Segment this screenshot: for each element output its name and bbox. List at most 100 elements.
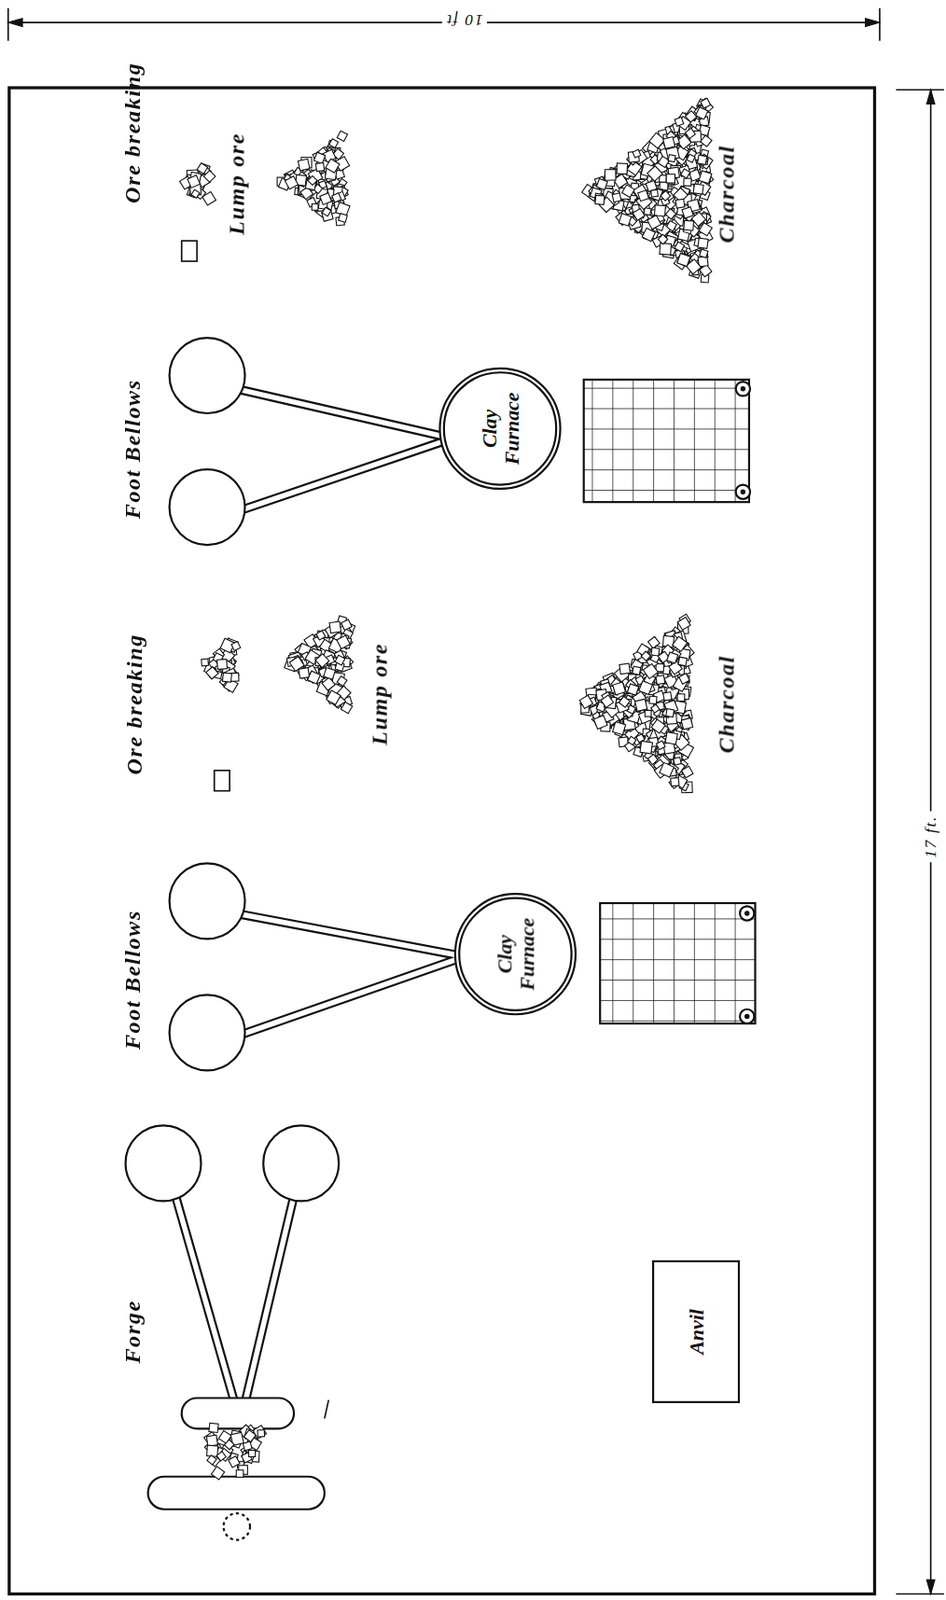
pile-lump	[638, 710, 652, 724]
pile-lump	[315, 653, 330, 668]
pile-lump	[297, 158, 310, 171]
pile-lump	[649, 132, 666, 149]
pile-lump	[667, 652, 679, 664]
pile-lump	[249, 1449, 256, 1457]
pile-lump	[677, 617, 691, 631]
node-text: Clay Furnace	[477, 389, 523, 469]
area-label: Ore breaking	[120, 62, 145, 204]
pile-lump	[693, 183, 704, 195]
pile-lump	[210, 1466, 224, 1480]
node-text: Clay Furnace	[492, 914, 538, 994]
pile-lump	[659, 243, 672, 256]
pile-lump	[681, 717, 693, 729]
pile-lump	[677, 252, 691, 266]
pile-lump	[338, 213, 348, 223]
pile-lump	[622, 184, 636, 198]
pile-lump	[326, 690, 341, 705]
room-outline	[9, 87, 876, 1594]
pile-lump	[627, 683, 640, 696]
pile-lump	[228, 1456, 240, 1468]
pile-lump	[321, 677, 335, 691]
pile-lump	[638, 190, 650, 202]
pile-lump	[673, 757, 682, 766]
pile-lump	[202, 191, 217, 206]
pile-lump	[647, 215, 662, 230]
pile-lump	[697, 154, 709, 166]
pile-lump	[655, 675, 666, 685]
pile-lump	[311, 204, 319, 211]
pile-lump	[639, 740, 653, 753]
pile-lump	[332, 193, 342, 203]
pile-lump	[206, 667, 219, 680]
pile-lump	[642, 663, 658, 679]
equipment-label: Forge	[120, 1299, 145, 1364]
pile-lump	[681, 207, 694, 219]
clay-furnace: Clay Furnace	[438, 367, 561, 490]
pile-lump	[336, 676, 348, 687]
pile-lump	[208, 1422, 219, 1433]
ore-block	[181, 240, 230, 792]
pile-lump	[670, 778, 680, 787]
pile-lump	[196, 163, 208, 174]
dimension-label: 17 ft.	[921, 811, 940, 863]
pile-lump	[674, 117, 684, 127]
pile-lump	[315, 162, 324, 171]
pile-lump	[653, 205, 666, 217]
equipment-label: Foot Bellows	[120, 909, 145, 1050]
pile-lump	[698, 222, 712, 237]
pile-lump	[207, 1455, 217, 1465]
pile-lump	[314, 152, 326, 164]
node-text: Anvil	[684, 1308, 708, 1355]
pile-lump	[665, 208, 676, 220]
pile-lump	[336, 635, 350, 649]
pile-lump	[307, 175, 318, 185]
pile-lump	[329, 139, 339, 149]
pile-lump	[697, 153, 713, 169]
pile-lump	[698, 170, 712, 184]
pile-lump	[686, 153, 696, 163]
pile-lump	[639, 681, 654, 696]
floor-grid	[584, 379, 756, 1024]
pile-lump	[655, 740, 666, 751]
pile-lump	[651, 719, 666, 734]
pile-lump	[641, 227, 655, 241]
pile-lump	[618, 695, 630, 708]
pile-lump	[675, 198, 685, 209]
pile-lump	[635, 698, 648, 711]
pile-lump	[683, 220, 695, 231]
pile-lump	[204, 1432, 219, 1447]
pile-lump	[665, 732, 678, 745]
pile-lump	[321, 207, 332, 217]
material-label: Lump ore	[224, 132, 250, 236]
pile-lump	[298, 667, 310, 680]
pile-lump	[632, 149, 641, 158]
pile-lump	[307, 670, 321, 684]
pile-lump	[667, 154, 676, 163]
pile-lump	[700, 97, 711, 109]
material-label: Charcoal	[714, 144, 739, 243]
pile-lump	[284, 176, 298, 190]
pile-lump	[700, 135, 712, 147]
pile-lump	[604, 169, 616, 181]
pile-lump	[663, 137, 676, 150]
pile-lump	[632, 666, 641, 675]
material-label: Lump ore	[367, 642, 392, 746]
pile-lump	[657, 155, 669, 167]
pile-lump	[666, 709, 675, 718]
pile-lump	[615, 210, 631, 226]
pile-lump	[649, 695, 657, 704]
pile-lump	[678, 656, 687, 666]
pile-lump	[681, 765, 694, 778]
pile-lump	[236, 1470, 244, 1478]
anvil-box: Anvil	[652, 1260, 740, 1404]
pile-lump	[224, 1439, 236, 1450]
pile-lump	[626, 683, 639, 696]
pile-lump	[316, 630, 326, 640]
pile-lump	[242, 1441, 252, 1451]
pile-lump	[659, 762, 675, 778]
pile-lump	[660, 191, 671, 202]
pile-lump	[341, 619, 352, 630]
pile-lump	[627, 736, 637, 745]
pile-lump	[187, 175, 201, 189]
